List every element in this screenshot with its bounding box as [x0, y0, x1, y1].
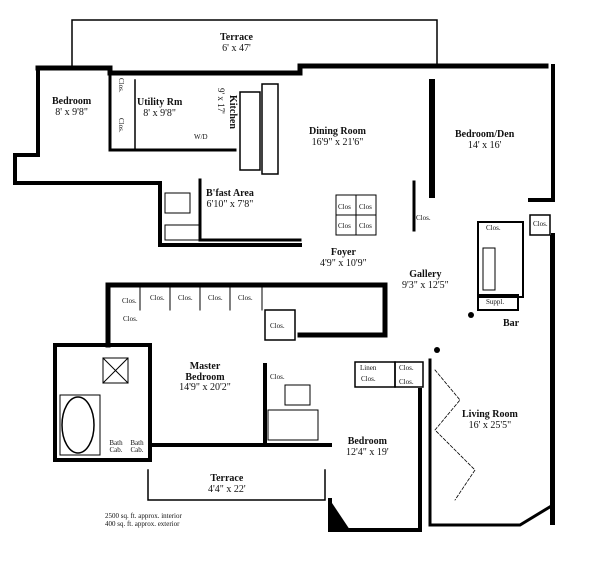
living-dash	[434, 369, 476, 501]
dining-dims: 16'9" x 21'6"	[311, 136, 364, 148]
terrace-bottom-name: Terrace	[210, 473, 244, 484]
bedroom-s-dims: 12'4" x 19'	[346, 446, 389, 458]
bfast-label: B'fast Area 6'10" x 7'8"	[206, 188, 254, 210]
living-closet-1: Clos.	[399, 364, 414, 372]
footnote-interior: 2500 sq. ft. approx. interior	[105, 512, 182, 520]
master-closet-1: Clos.	[122, 297, 137, 305]
corner-fill	[330, 500, 350, 530]
living-east-wall	[550, 235, 555, 525]
bar-label: Bar	[503, 318, 520, 330]
master-south-wall	[148, 443, 332, 462]
dining-label: Dining Room 16'9" x 21'6"	[309, 126, 366, 148]
master-closet-4: Clos.	[208, 294, 223, 302]
supply-label: Suppl.	[486, 298, 505, 306]
utility-label: Utility Rm 8' x 9'8"	[137, 97, 183, 119]
bath-cab-1: Bath Cab.	[109, 439, 123, 454]
living-name: Living Room	[462, 409, 518, 420]
bar-name: Bar	[503, 318, 520, 329]
kitchen-counter	[239, 91, 261, 171]
terrace-top-dims: 6' x 47'	[222, 42, 251, 54]
den-bath-closet	[529, 214, 551, 236]
exterior-wall-west-upper	[13, 66, 52, 185]
terrace-top-label: Terrace 6' x 47'	[220, 32, 253, 54]
bfast-sink	[164, 192, 191, 214]
bedroom-den-dims: 14' x 16'	[467, 139, 502, 151]
exterior-wall-east	[528, 64, 555, 202]
foyer-name: Foyer	[330, 247, 356, 258]
living-bay	[428, 358, 556, 527]
dining-closet-1: Clos	[338, 203, 351, 211]
master-name: Master Bedroom	[185, 361, 225, 383]
bedroom-nw-name: Bedroom	[52, 96, 92, 107]
living-dims: 16' x 25'5"	[468, 419, 512, 431]
terrace-top-outline	[71, 19, 438, 69]
dining-name: Dining Room	[309, 126, 366, 137]
master-dims: 14'9" x 20'2"	[179, 382, 231, 393]
exterior-wall-top	[35, 63, 446, 76]
closet-label-util-1: Clos.	[117, 78, 125, 93]
exterior-wall-west-upper2	[48, 181, 302, 247]
kitchen-name: Kitchen	[227, 95, 238, 129]
bedroom-den-label: Bedroom/Den 14' x 16'	[455, 129, 515, 151]
bedroom-nw-label: Bedroom 8' x 9'8"	[52, 96, 92, 118]
bfast-tub	[164, 224, 201, 241]
dining-closet-4: Clos	[359, 222, 372, 230]
bedroom-s-east-wall	[328, 388, 422, 532]
terrace-bottom-label: Terrace 4'4" x 22'	[208, 473, 246, 495]
linen-closet-label: Clos.	[361, 375, 376, 383]
area-footnote: 2500 sq. ft. approx. interior 400 sq. ft…	[105, 512, 182, 528]
master-label: Master Bedroom 14'9" x 20'2"	[170, 361, 240, 394]
gallery-name: Gallery	[409, 269, 442, 280]
master-closet-3: Clos.	[178, 294, 193, 302]
master-closet-5: Clos.	[238, 294, 253, 302]
living-label: Living Room 16' x 25'5"	[462, 409, 518, 431]
linen-label: Linen	[360, 364, 377, 372]
den-bath-closet-1: Clos.	[486, 224, 501, 232]
wd-label: W/D	[194, 133, 208, 141]
living-closet-2: Clos.	[399, 378, 414, 386]
terrace-top-name: Terrace	[220, 32, 253, 43]
terrace-bottom-outline	[147, 469, 326, 501]
terrace-bottom-dims: 4'4" x 22'	[208, 483, 246, 495]
bedroom-s-closet: Clos.	[270, 373, 285, 381]
dining-closet-3: Clos	[338, 222, 351, 230]
bfast-name: B'fast Area	[206, 188, 254, 199]
supply-closet	[477, 294, 519, 311]
bedroom-s-name: Bedroom	[347, 436, 387, 447]
gallery-label: Gallery 9'3" x 12'5"	[402, 269, 449, 291]
bedroom-den-name: Bedroom/Den	[455, 129, 515, 140]
dining-closet-2: Clos	[359, 203, 372, 211]
hall-closet: Clos.	[270, 322, 285, 330]
foyer-dims: 4'9" x 10'9"	[320, 257, 367, 269]
gallery-dims: 9'3" x 12'5"	[402, 279, 449, 291]
footnote-exterior: 400 sq. ft. approx. exterior	[105, 520, 180, 529]
utility-dims: 8' x 9'8"	[143, 107, 176, 119]
master-closet-6: Clos.	[123, 315, 138, 323]
den-bath	[477, 221, 524, 298]
bfast-dims: 6'10" x 7'8"	[206, 198, 254, 210]
master-closet-2: Clos.	[150, 294, 165, 302]
bedroom-nw-dims: 8' x 9'8"	[55, 106, 88, 118]
bedroom-s-label: Bedroom 12'4" x 19'	[346, 436, 389, 458]
bath-cab-2: Bath Cab.	[130, 439, 144, 454]
utility-name: Utility Rm	[137, 97, 183, 108]
den-bath-closet-2: Clos.	[533, 220, 548, 228]
kitchen-dims: 9' x 17'	[216, 88, 226, 114]
master-closets-wall	[105, 282, 388, 338]
den-closet: Clos.	[416, 214, 431, 222]
kitchen-island	[261, 83, 279, 175]
foyer-label: Foyer 4'9" x 10'9"	[320, 247, 367, 269]
closet-label-util-2: Clos.	[117, 118, 125, 133]
